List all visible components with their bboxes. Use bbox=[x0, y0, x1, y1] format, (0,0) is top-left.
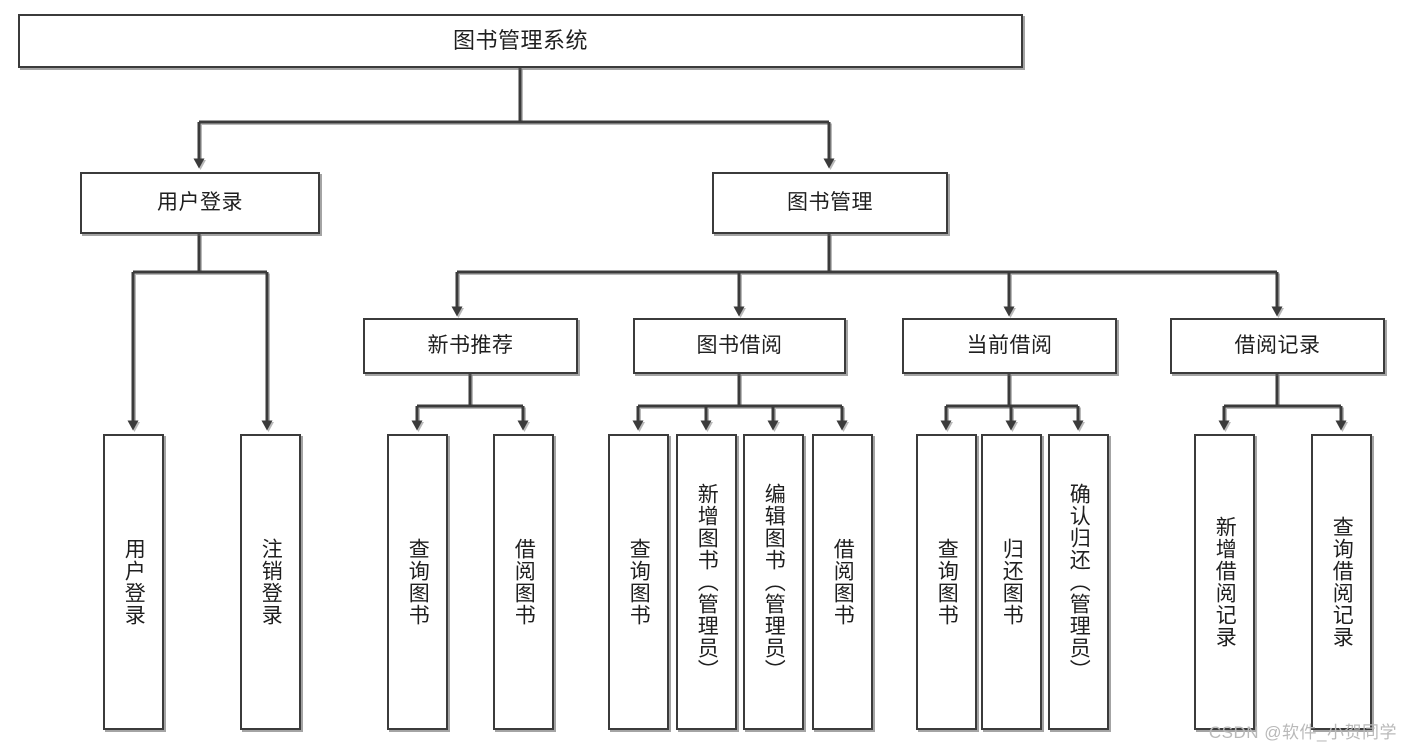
node-new-book-recommend[interactable]: 新书推荐 bbox=[363, 318, 578, 374]
node-current-borrow-label: 当前借阅 bbox=[966, 333, 1053, 357]
watermark-text: CSDN @软件_小贺同学 bbox=[1208, 723, 1397, 742]
node-borrow-records-label: 借阅记录 bbox=[1234, 333, 1321, 357]
leaf-borrow-add-book-label: 新增图书（管理员） bbox=[695, 483, 719, 681]
node-root-label: 图书管理系统 bbox=[452, 28, 588, 54]
leaf-records-add[interactable]: 新增借阅记录 bbox=[1194, 434, 1255, 730]
leaf-user-login-logout-label: 注销登录 bbox=[259, 538, 283, 626]
node-borrow-records[interactable]: 借阅记录 bbox=[1170, 318, 1385, 374]
leaf-new-book-borrow-label: 借阅图书 bbox=[512, 538, 536, 626]
leaf-records-add-label: 新增借阅记录 bbox=[1213, 516, 1237, 648]
leaf-current-confirm-return[interactable]: 确认归还（管理员） bbox=[1048, 434, 1109, 730]
leaf-current-return-book[interactable]: 归还图书 bbox=[981, 434, 1042, 730]
leaf-new-book-query[interactable]: 查询图书 bbox=[387, 434, 448, 730]
leaf-new-book-query-label: 查询图书 bbox=[406, 538, 430, 626]
leaf-records-query[interactable]: 查询借阅记录 bbox=[1311, 434, 1372, 730]
leaf-user-login-login-label: 用户登录 bbox=[122, 538, 146, 626]
leaf-records-query-label: 查询借阅记录 bbox=[1330, 516, 1354, 648]
leaf-new-book-borrow[interactable]: 借阅图书 bbox=[493, 434, 554, 730]
leaf-borrow-borrow-book-label: 借阅图书 bbox=[831, 538, 855, 626]
leaf-borrow-query-book[interactable]: 查询图书 bbox=[608, 434, 669, 730]
leaf-borrow-edit-book[interactable]: 编辑图书（管理员） bbox=[743, 434, 804, 730]
leaf-user-login-logout[interactable]: 注销登录 bbox=[240, 434, 301, 730]
leaf-current-query-book-label: 查询图书 bbox=[935, 538, 959, 626]
node-root[interactable]: 图书管理系统 bbox=[18, 14, 1023, 68]
node-book-borrow-label: 图书借阅 bbox=[696, 333, 783, 357]
node-user-login[interactable]: 用户登录 bbox=[80, 172, 320, 234]
leaf-current-query-book[interactable]: 查询图书 bbox=[916, 434, 977, 730]
leaf-current-confirm-return-label: 确认归还（管理员） bbox=[1067, 483, 1091, 681]
leaf-borrow-query-book-label: 查询图书 bbox=[627, 538, 651, 626]
leaf-borrow-add-book[interactable]: 新增图书（管理员） bbox=[676, 434, 737, 730]
node-current-borrow[interactable]: 当前借阅 bbox=[902, 318, 1117, 374]
node-book-management[interactable]: 图书管理 bbox=[712, 172, 948, 234]
node-book-management-label: 图书管理 bbox=[787, 190, 873, 214]
node-user-login-label: 用户登录 bbox=[157, 190, 243, 214]
node-new-book-recommend-label: 新书推荐 bbox=[427, 333, 514, 357]
leaf-current-return-book-label: 归还图书 bbox=[1000, 538, 1024, 626]
leaf-borrow-edit-book-label: 编辑图书（管理员） bbox=[762, 483, 786, 681]
leaf-borrow-borrow-book[interactable]: 借阅图书 bbox=[812, 434, 873, 730]
node-book-borrow[interactable]: 图书借阅 bbox=[633, 318, 846, 374]
leaf-user-login-login[interactable]: 用户登录 bbox=[103, 434, 164, 730]
